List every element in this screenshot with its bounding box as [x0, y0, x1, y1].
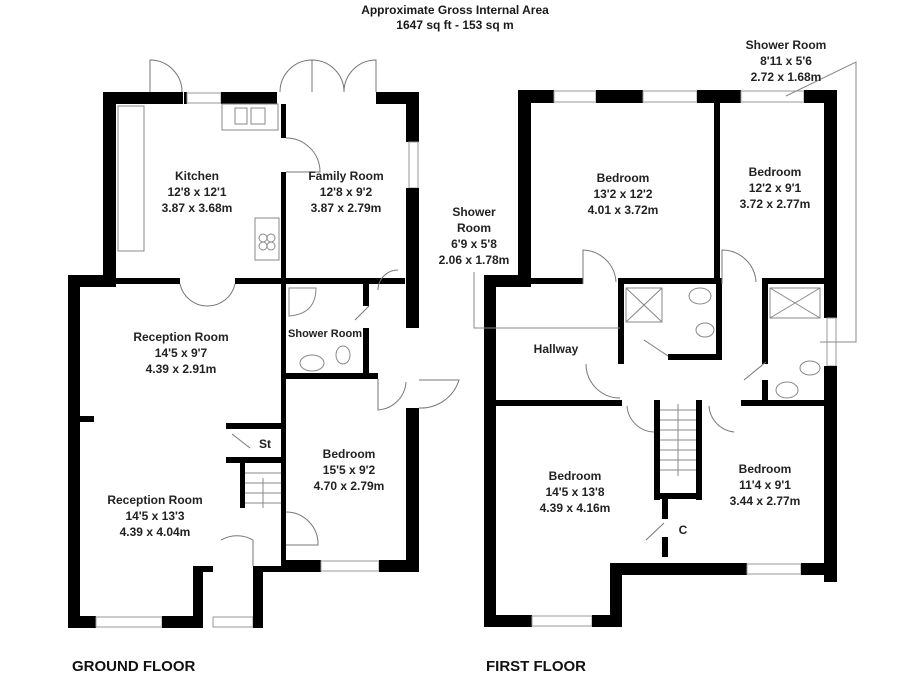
room-name: Shower Room — [745, 38, 827, 52]
room-metric: 4.39 x 2.91m — [145, 362, 217, 376]
room-shower-room-1: Shower Room 8'11 x 5'6 2.72 x 1.68m — [746, 37, 827, 85]
room-metric: 3.44 x 2.77m — [729, 494, 801, 508]
room-cupboard: C — [679, 522, 688, 538]
room-name: Reception Room — [133, 330, 229, 344]
area-value: 1647 sq ft - 153 sq m — [396, 18, 514, 32]
room-name: Bedroom — [548, 469, 602, 483]
room-imperial: 8'11 x 5'6 — [760, 54, 812, 68]
room-bedroom-3: Bedroom 14'5 x 13'8 4.39 x 4.16m — [540, 468, 611, 516]
ground-floor-title: GROUND FLOOR — [72, 658, 196, 675]
room-name-line1: Shower — [452, 205, 496, 219]
room-name: Hallway — [533, 342, 579, 356]
room-reception-room-1: Reception Room 14'5 x 9'7 4.39 x 2.91m — [133, 329, 228, 377]
room-family-room: Family Room 12'8 x 9'2 3.87 x 2.79m — [308, 168, 383, 216]
ground-floor-fixtures — [117, 103, 351, 508]
room-name: Bedroom — [748, 165, 802, 179]
room-name: Bedroom — [322, 447, 376, 461]
ground-floor-doors — [149, 59, 460, 566]
room-imperial: 15'5 x 9'2 — [322, 463, 376, 477]
ground-floor-walls — [68, 92, 419, 628]
room-metric: 2.72 x 1.68m — [750, 70, 822, 84]
room-bedroom-ground: Bedroom 15'5 x 9'2 4.70 x 2.79m — [314, 446, 385, 494]
first-floor-title: FIRST FLOOR — [486, 658, 586, 675]
room-imperial: 6'9 x 5'8 — [451, 237, 497, 251]
room-imperial: 11'4 x 9'1 — [739, 478, 791, 492]
first-floor-doors — [582, 249, 767, 541]
room-imperial: 12'8 x 9'2 — [319, 185, 373, 199]
room-name: St — [259, 437, 271, 451]
room-metric: 4.39 x 4.04m — [119, 525, 191, 539]
room-metric: 3.72 x 2.77m — [739, 197, 811, 211]
room-imperial: 14'5 x 9'7 — [154, 346, 208, 360]
room-bedroom-1: Bedroom 13'2 x 12'2 4.01 x 3.72m — [588, 170, 659, 218]
room-metric: 3.87 x 3.68m — [161, 201, 233, 215]
room-imperial: 14'5 x 13'3 — [125, 509, 185, 523]
room-imperial: 12'2 x 9'1 — [748, 181, 802, 195]
room-imperial: 13'2 x 12'2 — [593, 187, 653, 201]
room-name: Kitchen — [174, 169, 220, 183]
room-imperial: 14'5 x 13'8 — [545, 485, 605, 499]
room-imperial: 12'8 x 12'1 — [167, 185, 227, 199]
room-metric: 4.39 x 4.16m — [539, 501, 611, 515]
room-bedroom-4: Bedroom 11'4 x 9'1 3.44 x 2.77m — [730, 461, 801, 509]
room-metric: 3.87 x 2.79m — [310, 201, 382, 215]
room-name-line2: Room — [456, 221, 491, 235]
first-floor-walls — [484, 90, 837, 627]
area-title: Approximate Gross Internal Area — [361, 3, 549, 17]
room-name: Family Room — [308, 169, 384, 183]
room-kitchen: Kitchen 12'8 x 12'1 3.87 x 3.68m — [162, 168, 233, 216]
room-name: Reception Room — [107, 493, 203, 507]
room-metric: 4.70 x 2.79m — [313, 479, 385, 493]
room-shower-room-ground: Shower Room — [288, 326, 362, 342]
room-hallway: Hallway — [534, 341, 579, 357]
first-floor-fixtures — [473, 61, 857, 476]
room-name: Bedroom — [596, 171, 650, 185]
room-name: Shower Room — [288, 328, 362, 340]
room-store: St — [259, 436, 271, 452]
room-reception-room-2: Reception Room 14'5 x 13'3 4.39 x 4.04m — [107, 492, 202, 540]
room-metric: 4.01 x 3.72m — [587, 203, 659, 217]
room-name: Bedroom — [738, 462, 792, 476]
area-header: Approximate Gross Internal Area 1647 sq … — [0, 3, 910, 33]
room-bedroom-2: Bedroom 12'2 x 9'1 3.72 x 2.77m — [740, 164, 811, 212]
room-shower-room-2: Shower Room 6'9 x 5'8 2.06 x 1.78m — [439, 204, 510, 268]
room-name: C — [678, 523, 688, 537]
room-metric: 2.06 x 1.78m — [438, 253, 510, 267]
